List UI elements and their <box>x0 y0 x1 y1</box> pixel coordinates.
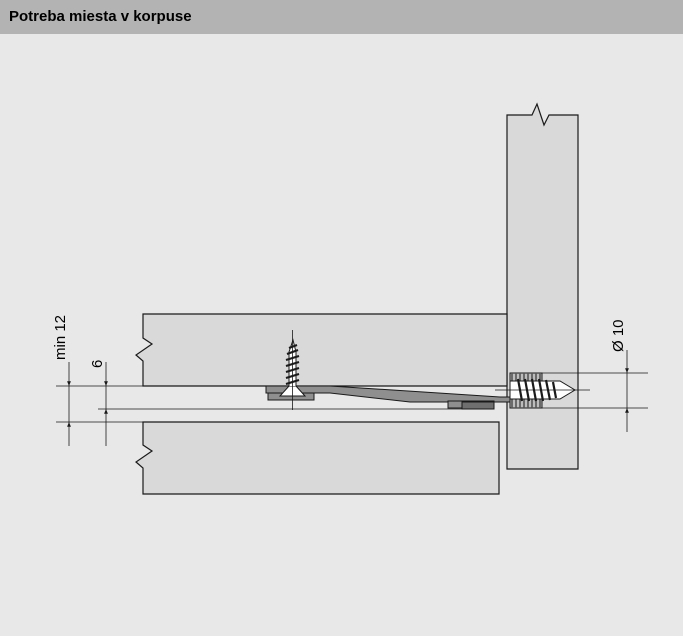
section-title: Potreba miesta v korpuse <box>9 8 192 25</box>
horizontal-screw <box>495 372 590 409</box>
dimension-label-min-12: min 12 <box>52 315 69 360</box>
dimension-min-12: min 12 <box>52 315 266 446</box>
dimension-label-diameter: Ø 10 <box>610 319 627 352</box>
side-panel <box>506 102 579 470</box>
dimension-label-6: 6 <box>89 360 106 368</box>
connector-cam <box>461 401 495 410</box>
section-header: Potreba miesta v korpuse <box>0 0 683 34</box>
lower-shelf-panel <box>135 421 500 495</box>
dimension-6: 6 <box>89 360 492 446</box>
cabinet-space-diagram: min 12 6 Ø 10 <box>52 102 648 495</box>
dimension-diameter-10: Ø 10 <box>542 319 648 432</box>
diagram-canvas: min 12 6 Ø 10 <box>0 34 683 631</box>
wood-screw-vertical <box>278 330 307 410</box>
upper-shelf-panel <box>135 313 508 387</box>
